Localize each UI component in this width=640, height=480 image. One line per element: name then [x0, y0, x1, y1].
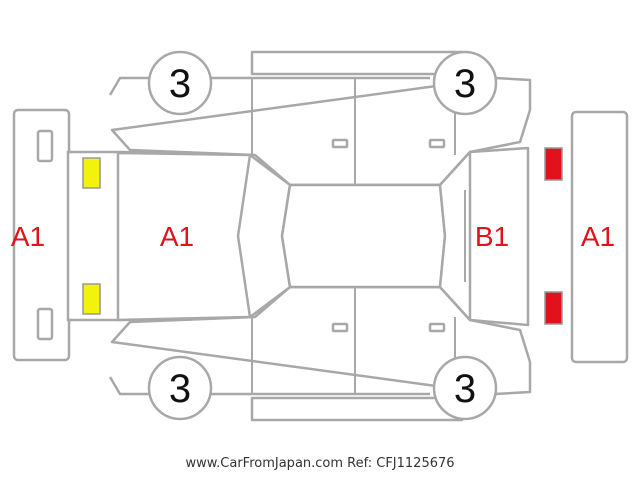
rear-window-code: B1 — [475, 221, 509, 252]
wheel-front-bottom-code: 3 — [169, 367, 191, 411]
wheel-rear-bottom: 3 — [432, 355, 498, 421]
hood-code: A1 — [160, 221, 194, 252]
upper-side-panel — [108, 76, 532, 187]
top-side-rail — [250, 50, 464, 76]
rear-left-lamp — [544, 147, 563, 181]
wheel-front-top-code: 3 — [169, 62, 191, 106]
roof-panel — [280, 183, 447, 289]
rear-right-lamp — [544, 291, 563, 325]
front-left-lamp — [82, 157, 101, 189]
wheel-rear-bottom-code: 3 — [454, 367, 476, 411]
car-body-top — [66, 146, 530, 327]
wheel-rear-top-code: 3 — [454, 62, 476, 106]
rear-window-panel — [438, 150, 472, 322]
footer-reference: www.CarFromJapan.com Ref: CFJ1125676 — [185, 456, 455, 471]
rear-bumper-code: A1 — [581, 221, 615, 252]
front-right-lamp — [82, 283, 101, 315]
front-bumper-code: A1 — [11, 221, 45, 252]
lower-side-panel — [108, 285, 532, 396]
rear-bumper — [570, 110, 629, 364]
bottom-side-rail — [250, 396, 464, 422]
wheel-rear-top: 3 — [432, 50, 498, 116]
wheel-front-top: 3 — [147, 50, 213, 116]
wheel-front-bottom: 3 — [147, 355, 213, 421]
